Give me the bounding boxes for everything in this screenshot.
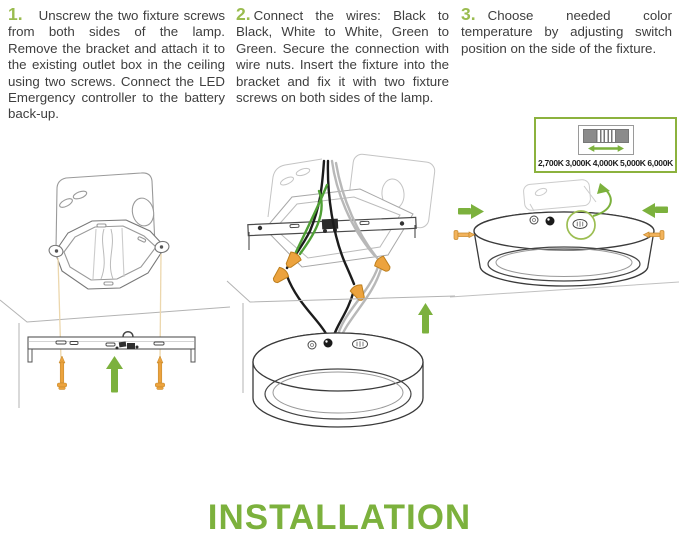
kelvin-option: 2,700K bbox=[538, 158, 564, 168]
outlet-box bbox=[48, 172, 170, 290]
mounting-screw-right bbox=[155, 355, 165, 390]
ceiling-corner-lines bbox=[226, 280, 456, 393]
step-2-text: 2.Connect the wires: Black to Black, Whi… bbox=[236, 4, 449, 106]
kelvin-option: 6,000K bbox=[647, 158, 673, 168]
step-3-text: 3.Choose needed color temperature by adj… bbox=[461, 4, 672, 57]
slider-stripes bbox=[595, 130, 616, 142]
switch-highlight-circle bbox=[566, 210, 596, 240]
side-screw-right bbox=[642, 230, 665, 240]
color-temp-switch-graphic bbox=[577, 125, 634, 155]
step-1-illustration bbox=[0, 172, 231, 408]
up-arrow-icon bbox=[106, 356, 123, 393]
step-2-number: 2. bbox=[236, 4, 251, 24]
step-3-illustration bbox=[449, 179, 679, 298]
step-1-body: Unscrew the two fixture screws from both… bbox=[8, 8, 225, 122]
ceiling-fixture bbox=[473, 183, 655, 287]
slider-end-right bbox=[615, 130, 628, 142]
step-1-number: 1. bbox=[8, 4, 23, 24]
push-arrow-left bbox=[458, 204, 484, 219]
slider-end-left bbox=[583, 130, 596, 142]
bracket-hook bbox=[122, 331, 134, 338]
side-screw-left bbox=[453, 230, 476, 240]
left-right-arrow-icon bbox=[587, 145, 624, 152]
kelvin-options: 2,700K 3,000K 4,000K 5,000K 6,000K bbox=[538, 158, 673, 168]
green-wires bbox=[294, 183, 329, 256]
ceiling-line bbox=[449, 281, 679, 298]
mounting-screw-left bbox=[57, 355, 67, 390]
push-arrow-right bbox=[642, 203, 668, 218]
outlet-box bbox=[523, 179, 597, 212]
step-1-text: 1.Unscrew the two fixture screws from bo… bbox=[8, 4, 225, 123]
step-2-illustration bbox=[226, 153, 456, 428]
kelvin-option: 4,000K bbox=[592, 158, 619, 168]
color-temp-panel: 2,700K 3,000K 4,000K 5,000K 6,000K bbox=[534, 117, 677, 173]
page-title: INSTALLATION bbox=[207, 498, 472, 537]
ceiling-fixture bbox=[252, 332, 424, 428]
up-arrow-icon bbox=[418, 303, 433, 334]
fixture-knob bbox=[323, 338, 333, 348]
ceiling-corner-lines bbox=[0, 299, 231, 408]
slider-track bbox=[582, 129, 629, 143]
fixture-screw-hole bbox=[529, 215, 539, 225]
fixture-knob bbox=[545, 216, 555, 226]
mounting-bracket bbox=[27, 331, 196, 363]
kelvin-option: 3,000K bbox=[565, 158, 591, 168]
step-3-body: Choose needed color temperature by adjus… bbox=[461, 8, 672, 56]
kelvin-option: 5,000K bbox=[620, 158, 646, 168]
step-2-body: Connect the wires: Black to Black, White… bbox=[236, 8, 449, 106]
fixture-lens-ring bbox=[264, 368, 412, 420]
step-3-number: 3. bbox=[461, 4, 476, 24]
fixture-screw-hole bbox=[307, 340, 317, 350]
fixture-lens-ring bbox=[487, 246, 641, 282]
curved-arrow-to-panel bbox=[592, 183, 612, 217]
